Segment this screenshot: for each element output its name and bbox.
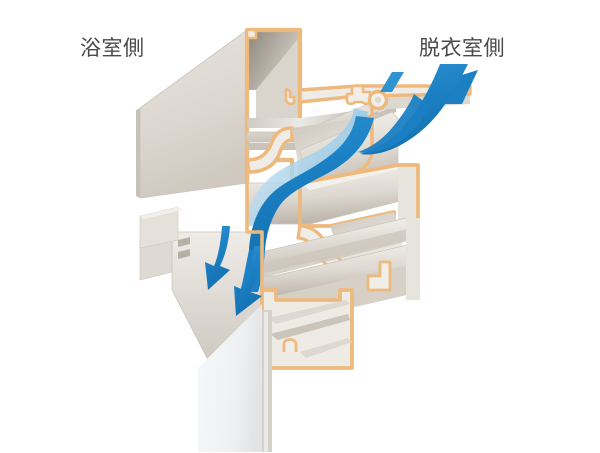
pivot-hinge-core — [374, 96, 382, 104]
foreground-edges — [245, 183, 264, 290]
door-panel-edge-highlight — [264, 312, 268, 452]
upper-frame-top-inner — [247, 30, 300, 90]
louver-upper-back-strip — [247, 108, 378, 128]
upper-frame-left-face — [139, 29, 248, 199]
lower-rail-clip — [366, 260, 392, 292]
door-head-upper-ledge-top — [140, 207, 182, 219]
airflow-inlet-main — [360, 64, 468, 155]
airflow-inlet-wedge — [380, 72, 404, 92]
louver-deflector-curve — [245, 126, 294, 174]
label-bathroom-side: 浴室側 — [80, 37, 145, 60]
airflow-through-group — [205, 108, 374, 316]
door-head-slot-1 — [178, 237, 190, 247]
door-panel-group — [198, 304, 272, 452]
airflow-pale-ribbon — [246, 108, 368, 226]
center-cut-vertical-edge — [245, 183, 264, 290]
door-panel-glass — [198, 304, 262, 452]
upper-frame-inner-wall — [256, 37, 300, 128]
mid-frame-top-highlight — [300, 165, 404, 190]
bottom-rail-inner-blade-2 — [270, 314, 350, 340]
airflow-arrow-right — [234, 246, 262, 316]
airflow-main-ribbon — [249, 116, 374, 250]
bottom-rail-inner-blade-3 — [300, 338, 352, 358]
airflow-inlet-group — [358, 64, 478, 155]
bottom-rail-hook — [282, 338, 298, 352]
lower-rail-right-block — [406, 218, 420, 300]
upper-frame-end-cap — [136, 108, 140, 198]
upper-frame-body — [136, 27, 303, 199]
pivot-clip-left — [284, 87, 296, 106]
airflow-arrow-left — [205, 226, 230, 290]
mid-frame-right-block — [398, 165, 418, 228]
label-dressing-room-side: 脱衣室側 — [419, 37, 505, 60]
upper-frame-top-notch — [245, 28, 258, 40]
airflow-inlet-secondary — [358, 94, 430, 153]
bottom-rail-inner-blade — [268, 300, 350, 324]
door-head-slot-2 — [178, 249, 190, 259]
